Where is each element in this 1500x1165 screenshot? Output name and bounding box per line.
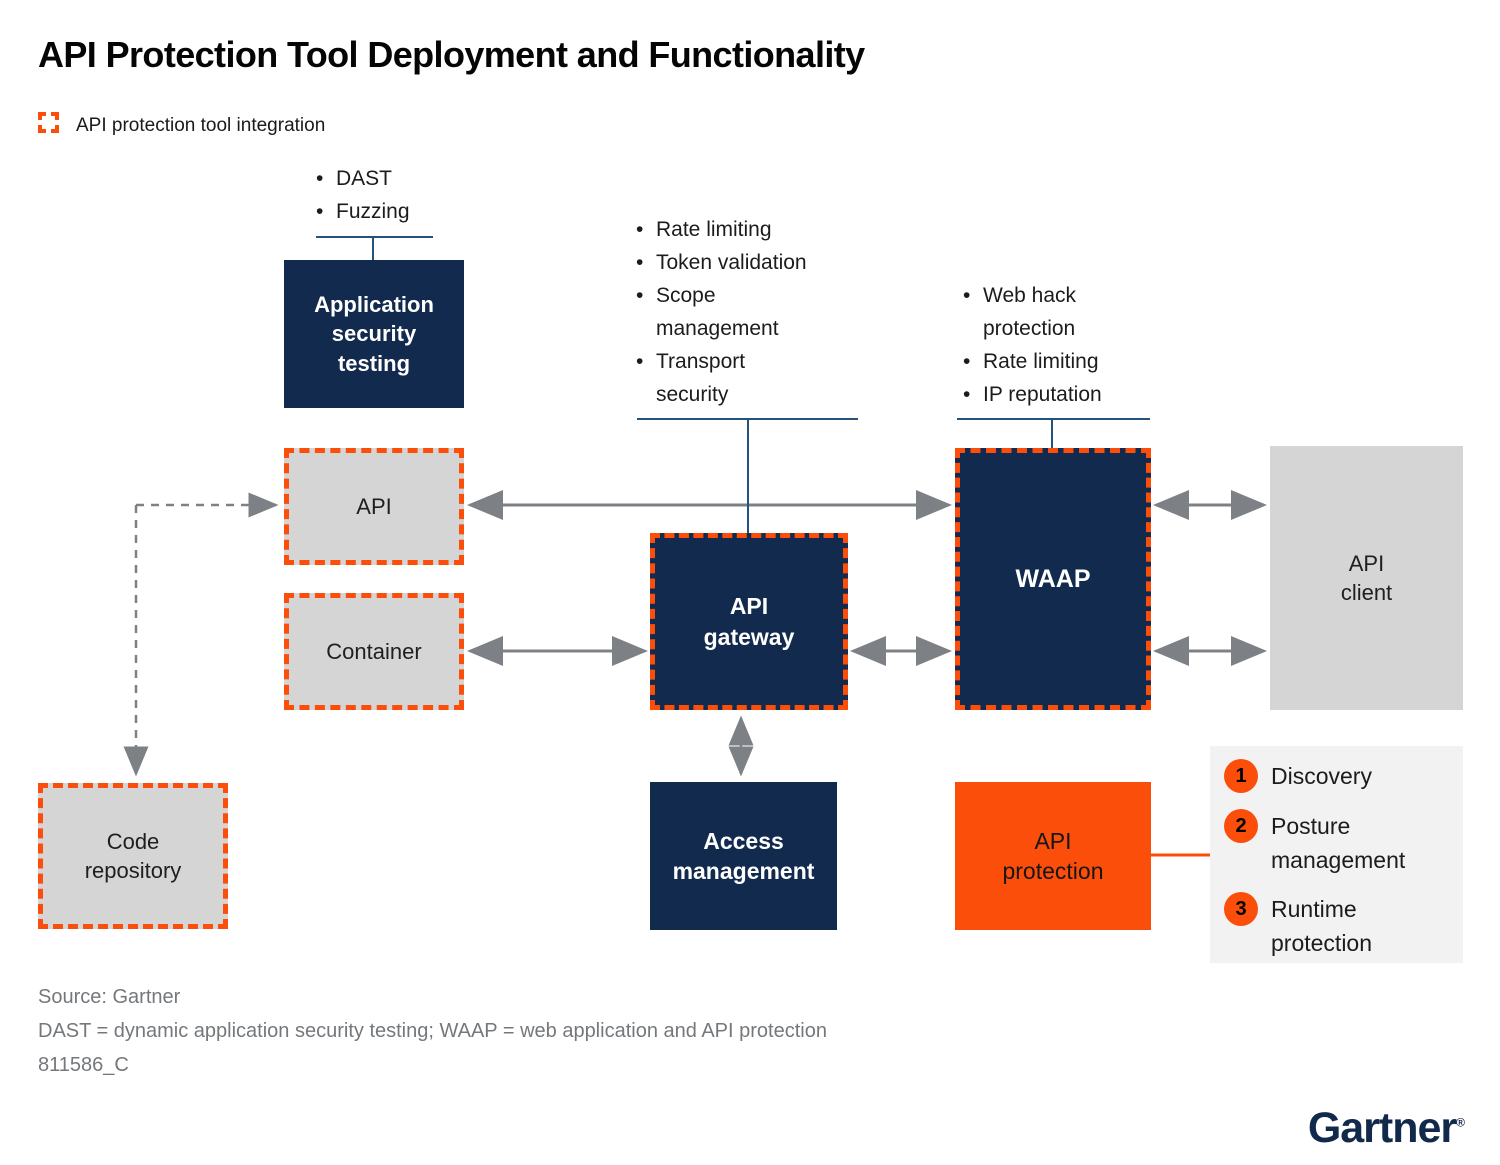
feature-panel: 1 Discovery 2 Posture management 3 Runti… (1210, 746, 1463, 963)
footer-doc-id: 811586_C (38, 1054, 129, 1076)
panel-item-label: Posture management (1271, 813, 1406, 873)
number-badge: 3 (1224, 892, 1258, 926)
panel-item-label: Discovery (1271, 763, 1372, 789)
box-label: Application security testing (314, 292, 434, 376)
box-label: Code repository (84, 828, 182, 883)
bullet-item: Transport security (633, 345, 863, 411)
waap-box: WAAP (955, 448, 1151, 710)
panel-item-discovery: 1 Discovery (1224, 759, 1372, 793)
registered-mark: ® (1456, 1115, 1465, 1130)
box-label: API protection (1002, 827, 1104, 884)
bullet-item: Fuzzing (313, 195, 410, 228)
container-box: Container (284, 593, 464, 710)
ast-bullet-list: DAST Fuzzing (313, 162, 410, 228)
box-label: Container (326, 638, 422, 664)
footer: Source: Gartner DAST = dynamic applicati… (38, 980, 827, 1082)
number-badge: 2 (1224, 809, 1258, 843)
legend-dashed-square-icon (38, 112, 59, 133)
box-label: Access management (672, 827, 815, 884)
api-box: API (284, 448, 464, 565)
gartner-logo-text: Gartner (1307, 1104, 1457, 1152)
waap-bullet-list: Web hack protection Rate limiting IP rep… (960, 279, 1175, 411)
page-title: API Protection Tool Deployment and Funct… (38, 34, 865, 75)
box-label: WAAP (1015, 564, 1091, 593)
application-security-testing-box: Application security testing (284, 260, 464, 408)
panel-item-label: Runtime protection (1271, 896, 1373, 956)
legend-label: API protection tool integration (76, 115, 326, 136)
box-label: API client (1340, 550, 1393, 605)
bullet-item: IP reputation (960, 378, 1175, 411)
box-label: API (356, 493, 392, 519)
footer-note: DAST = dynamic application security test… (38, 1020, 827, 1042)
api-protection-box: API protection (955, 782, 1151, 930)
gateway-bullet-list: Rate limiting Token validation Scope man… (633, 213, 863, 411)
api-client-box: API client (1270, 446, 1463, 710)
code-repository-box: Code repository (38, 783, 228, 929)
gartner-logo: Gartner® (1307, 1104, 1465, 1153)
panel-item-runtime-protection: 3 Runtime protection (1224, 892, 1372, 960)
bullet-item: Rate limiting (960, 345, 1175, 378)
api-gateway-box: API gateway (650, 533, 848, 710)
panel-item-posture-management: 2 Posture management (1224, 809, 1405, 877)
number-badge: 1 (1224, 759, 1258, 793)
bullet-item: Web hack protection (960, 279, 1175, 345)
footer-source: Source: Gartner (38, 986, 181, 1008)
box-label: API gateway (703, 593, 795, 650)
bullet-item: Scope management (633, 279, 863, 345)
bullet-item: Token validation (633, 246, 863, 279)
access-management-box: Access management (650, 782, 837, 930)
bullet-item: DAST (313, 162, 410, 195)
bullet-item: Rate limiting (633, 213, 863, 246)
